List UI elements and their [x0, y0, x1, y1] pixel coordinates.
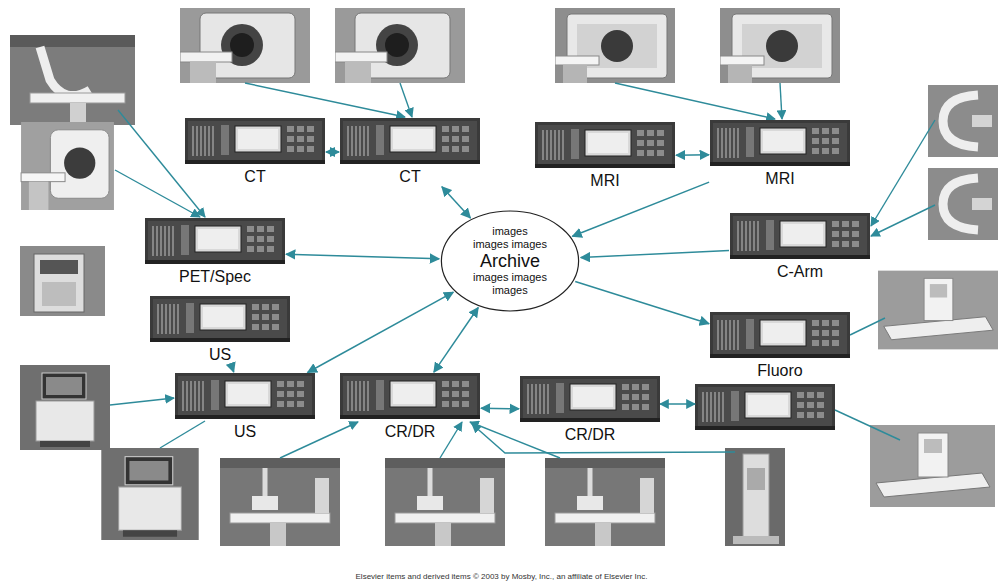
- network-link: [575, 282, 709, 324]
- modality-label: MRI: [710, 170, 850, 188]
- workstation-node: MRI: [535, 122, 675, 190]
- modality-label: CR/DR: [340, 423, 480, 441]
- modality-label: C-Arm: [730, 263, 870, 281]
- workstation-icon: [710, 312, 850, 358]
- archive-content: images images: [440, 271, 580, 284]
- workstation-icon: [710, 120, 850, 166]
- workstation-icon: [175, 373, 315, 419]
- network-link: [572, 182, 709, 236]
- workstation-icon: [340, 118, 480, 164]
- workstation-icon: [340, 373, 480, 419]
- network-link: [676, 154, 709, 156]
- workstation-icon: [730, 213, 870, 259]
- modality-label: US: [150, 346, 290, 364]
- archive-content: images: [440, 225, 580, 238]
- network-link: [231, 365, 233, 372]
- network-link: [326, 151, 339, 153]
- copyright-note: Elsevier items and derived items © 2003 …: [0, 572, 1003, 582]
- workstation-icon: [145, 218, 285, 264]
- archive-ellipse: imagesimages imagesArchiveimages imagesi…: [440, 210, 580, 312]
- workstation-node: C-Arm: [730, 213, 870, 281]
- network-link: [581, 250, 729, 257]
- workstation-node: US: [175, 373, 315, 441]
- network-link: [481, 407, 519, 409]
- workstation-node: MRI: [710, 120, 850, 188]
- unlabeled-workstation: [695, 384, 835, 430]
- archive-text-stack: imagesimages imagesArchiveimages imagesi…: [440, 210, 580, 312]
- workstation-icon: [150, 296, 290, 342]
- modality-label: US: [175, 423, 315, 441]
- modality-label: CT: [185, 168, 325, 186]
- modality-label: CT: [340, 168, 480, 186]
- modality-label: Fluoro: [710, 362, 850, 380]
- archive-content: images: [440, 284, 580, 297]
- modality-links: [110, 83, 935, 458]
- archive-title: Archive: [440, 251, 580, 271]
- workstation-icon: [185, 118, 325, 164]
- workstation-icon: [535, 122, 675, 168]
- archive-content: images images: [440, 238, 580, 251]
- workstation-icon: [520, 376, 660, 422]
- modality-label: PET/Spec: [145, 268, 285, 286]
- workstation-node: CR/DR: [340, 373, 480, 441]
- workstation-node: PET/Spec: [145, 218, 285, 286]
- workstation-node: CT: [185, 118, 325, 186]
- network-link: [434, 308, 478, 373]
- workstation-node: Fluoro: [710, 312, 850, 380]
- modality-label: CR/DR: [520, 426, 660, 444]
- workstation-node: CR/DR: [520, 376, 660, 444]
- modality-photos: [10, 8, 998, 546]
- network-link: [286, 254, 439, 259]
- workstation-node: CT: [340, 118, 480, 186]
- workstation-node: US: [150, 296, 290, 364]
- network-link: [308, 292, 454, 372]
- network-link: [442, 187, 471, 218]
- modality-label: MRI: [535, 172, 675, 190]
